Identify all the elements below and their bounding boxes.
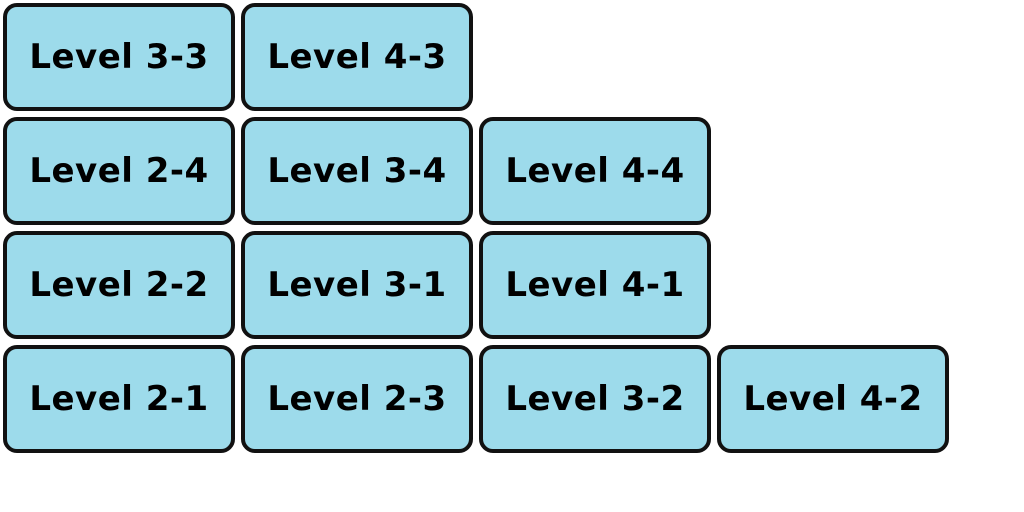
level-row: Level 3-3 Level 4-3: [3, 3, 473, 111]
level-4-1-button[interactable]: Level 4-1: [479, 231, 711, 339]
level-label: Level 3-1: [267, 265, 447, 305]
level-2-2-button[interactable]: Level 2-2: [3, 231, 235, 339]
level-label: Level 3-2: [505, 379, 685, 419]
level-label: Level 3-4: [267, 151, 447, 191]
level-label: Level 4-2: [743, 379, 923, 419]
level-2-3-button[interactable]: Level 2-3: [241, 345, 473, 453]
level-label: Level 2-1: [29, 379, 209, 419]
level-2-1-button[interactable]: Level 2-1: [3, 345, 235, 453]
level-3-3-button[interactable]: Level 3-3: [3, 3, 235, 111]
level-3-2-button[interactable]: Level 3-2: [479, 345, 711, 453]
level-label: Level 4-4: [505, 151, 685, 191]
level-4-3-button[interactable]: Level 4-3: [241, 3, 473, 111]
level-label: Level 2-2: [29, 265, 209, 305]
level-3-4-button[interactable]: Level 3-4: [241, 117, 473, 225]
level-3-1-button[interactable]: Level 3-1: [241, 231, 473, 339]
level-label: Level 2-3: [267, 379, 447, 419]
level-row: Level 2-4 Level 3-4 Level 4-4: [3, 117, 711, 225]
level-label: Level 4-1: [505, 265, 685, 305]
level-4-2-button[interactable]: Level 4-2: [717, 345, 949, 453]
level-2-4-button[interactable]: Level 2-4: [3, 117, 235, 225]
level-label: Level 3-3: [29, 37, 209, 77]
level-4-4-button[interactable]: Level 4-4: [479, 117, 711, 225]
level-row: Level 2-2 Level 3-1 Level 4-1: [3, 231, 711, 339]
level-label: Level 4-3: [267, 37, 447, 77]
level-label: Level 2-4: [29, 151, 209, 191]
level-row: Level 2-1 Level 2-3 Level 3-2 Level 4-2: [3, 345, 949, 453]
